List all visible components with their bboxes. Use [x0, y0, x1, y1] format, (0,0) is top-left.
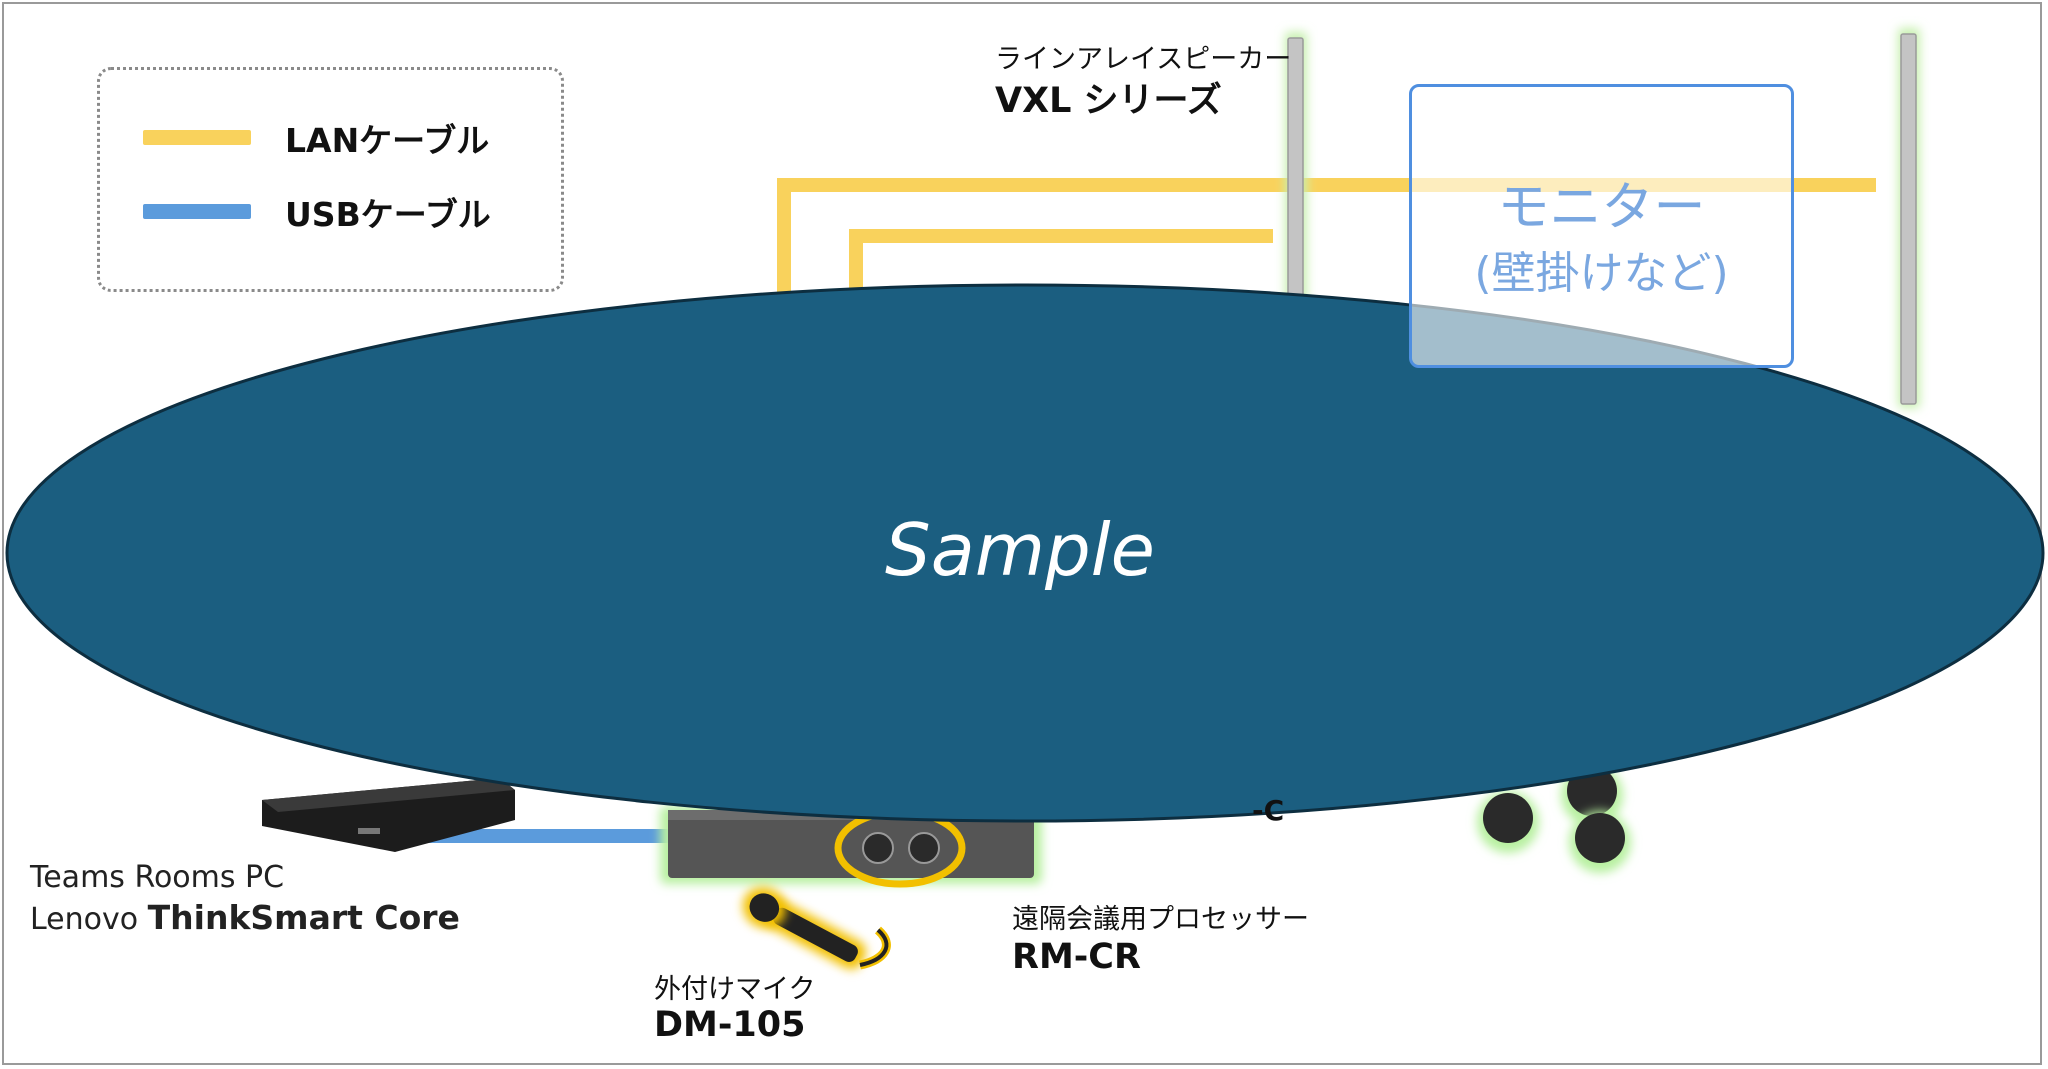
- sample-overlay: [5, 283, 2045, 823]
- monitor-box: モニター (壁掛けなど): [1409, 84, 1794, 368]
- mic-category-label: 外付けマイク: [654, 974, 816, 1005]
- monitor-title: モニター: [1497, 178, 1706, 238]
- pc-type-label: Teams Rooms PC: [30, 860, 285, 895]
- legend-usb-swatch: [143, 204, 251, 219]
- partial-device-label: -C: [1252, 794, 1285, 827]
- legend-usb-label: USBケーブル: [285, 195, 491, 234]
- pc-device: [262, 778, 515, 852]
- speaker-right: [1898, 28, 1920, 408]
- legend-box: [97, 67, 564, 292]
- pc-vendor-label: Lenovo: [30, 902, 148, 937]
- mic-device: [742, 887, 891, 970]
- monitor-subtitle: (壁掛けなど): [1474, 248, 1729, 299]
- sample-watermark: Sample: [885, 508, 1155, 592]
- speaker-model-label: VXL シリーズ: [995, 81, 1222, 121]
- processor-model-label: RM-CR: [1012, 937, 1141, 977]
- speaker-category-label: ラインアレイスピーカー: [995, 44, 1292, 75]
- pc-model-label: Lenovo ThinkSmart Core: [30, 898, 460, 937]
- legend-lan-swatch: [143, 130, 251, 145]
- processor-category-label: 遠隔会議用プロセッサー: [1012, 904, 1309, 935]
- legend-lan-label: LANケーブル: [285, 121, 490, 160]
- pc-model-name: ThinkSmart Core: [147, 898, 460, 937]
- mic-model-label: DM-105: [654, 1005, 806, 1045]
